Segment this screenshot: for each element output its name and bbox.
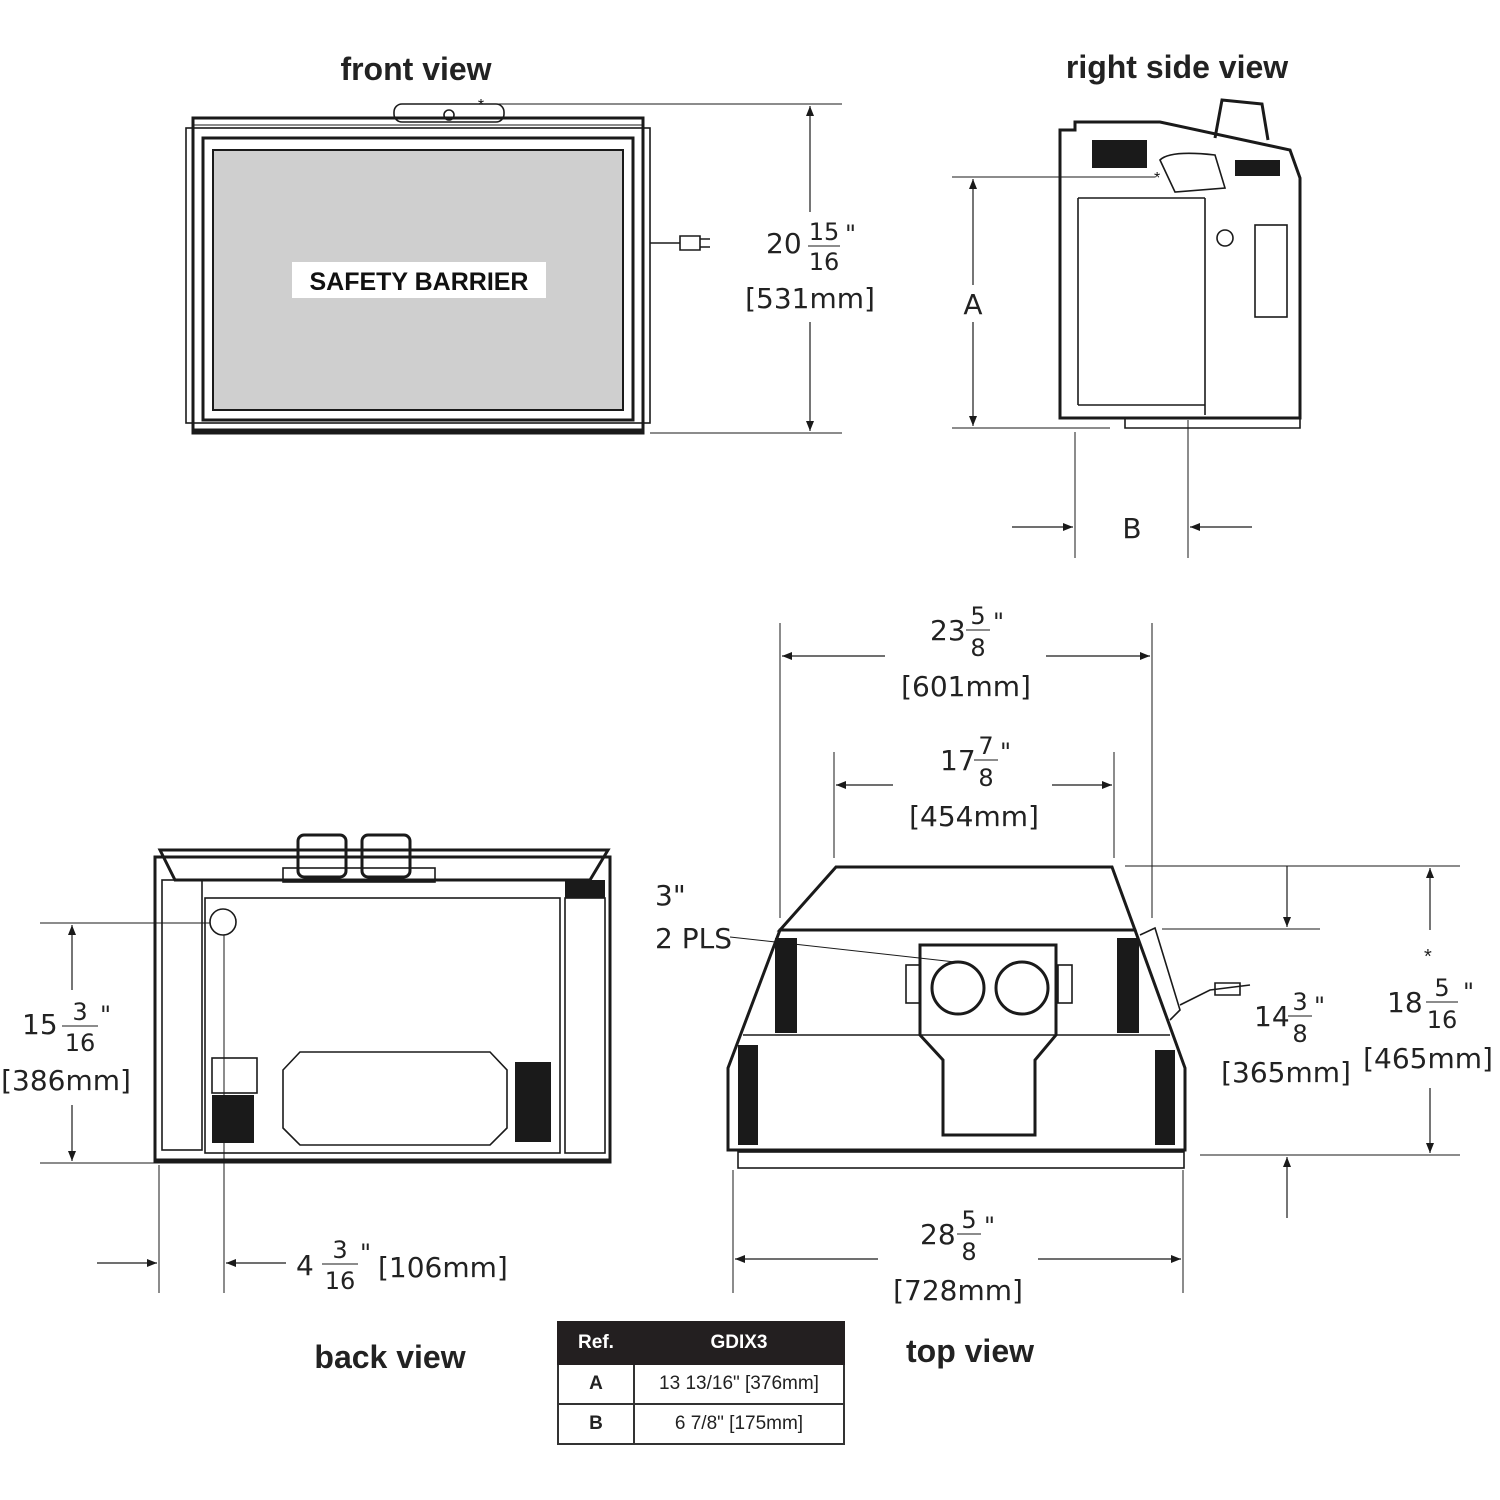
back-height-dimension: 15 3 16 " [386mm] [1, 922, 210, 1164]
dim-whole: 18 [1387, 986, 1423, 1019]
front-view-title: front view [340, 51, 491, 87]
dim-denominator: 16 [1427, 1006, 1458, 1034]
dim-numerator: 5 [961, 1206, 976, 1234]
vent-count-label: 2 PLS [655, 922, 732, 955]
top-inner-width-dimension: 17 7 8 " [454mm] [833, 732, 1115, 858]
top-outer-width-dimension: 23 5 8 " [601mm] [779, 602, 1153, 918]
dim-numerator: 3 [332, 1236, 347, 1264]
dim-denominator: 8 [978, 764, 993, 792]
header-model: GDIX3 [633, 1321, 845, 1365]
dim-unit: " [100, 1001, 111, 1029]
asterisk-note: * [1424, 946, 1432, 968]
dim-whole: 4 [296, 1249, 314, 1282]
side-view-drawing: * [1058, 98, 1302, 429]
dim-numerator: 3 [72, 998, 87, 1026]
dim-unit: " [1314, 992, 1325, 1020]
top-depth-dimension: 14 3 8 " [365mm] [1125, 865, 1460, 1218]
front-view-drawing: SAFETY BARRIER * [185, 97, 710, 435]
vent-size-label: 3" [655, 879, 686, 912]
row-ref: A [557, 1363, 635, 1405]
top-base-width-dimension: 28 5 8 " [728mm] [732, 1170, 1184, 1307]
dim-unit: " [1463, 978, 1474, 1006]
front-height-dimension: 20 15 16 " [531mm] [486, 103, 875, 434]
dim-numerator: 7 [978, 732, 993, 760]
safety-barrier-label: SAFETY BARRIER [309, 268, 528, 296]
back-offset-dimension: 4 3 16 " [106mm] [97, 935, 508, 1295]
dim-denominator: 8 [961, 1238, 976, 1266]
table-row: A 13 13/16" [376mm] [557, 1363, 845, 1405]
dim-denominator: 8 [970, 634, 985, 662]
dim-mm: [728mm] [893, 1274, 1023, 1307]
dim-unit: " [993, 608, 1004, 636]
table-row: B 6 7/8" [175mm] [557, 1403, 845, 1445]
dim-mm: [106mm] [378, 1251, 508, 1284]
dim-denominator: 16 [65, 1029, 96, 1057]
dim-denominator: 16 [809, 248, 840, 276]
row-value: 13 13/16" [376mm] [633, 1363, 845, 1405]
side-dimension-a: A [952, 176, 1155, 429]
dim-denominator: 8 [1292, 1020, 1307, 1048]
top-total-depth-dimension: * 18 5 16 " [465mm] [1363, 868, 1493, 1153]
top-view-title: top view [906, 1333, 1034, 1369]
dim-whole: 28 [920, 1218, 956, 1251]
dim-numerator: 5 [1434, 974, 1449, 1002]
header-ref: Ref. [557, 1321, 635, 1365]
back-view-title: back view [314, 1339, 465, 1375]
dim-numerator: 5 [970, 602, 985, 630]
back-view-drawing [153, 833, 612, 1164]
dim-mm: [386mm] [1, 1064, 131, 1097]
row-ref: B [557, 1403, 635, 1445]
dim-whole: 15 [22, 1008, 58, 1041]
dim-b-label: B [1122, 512, 1141, 545]
dim-numerator: 15 [809, 218, 840, 246]
dim-mm: [454mm] [909, 800, 1039, 833]
side-dimension-b: B [1012, 420, 1252, 558]
dim-denominator: 16 [325, 1267, 356, 1295]
dimension-table: Ref. GDIX3 A 13 13/16" [376mm] B 6 7/8" … [557, 1321, 845, 1445]
dim-whole: 20 [766, 227, 802, 260]
top-view-drawing [726, 865, 1251, 1169]
right-side-view-title: right side view [1066, 49, 1288, 85]
dim-unit: " [360, 1239, 371, 1267]
dim-numerator: 3 [1292, 988, 1307, 1016]
dim-whole: 23 [930, 614, 966, 647]
dim-mm: [601mm] [901, 670, 1031, 703]
asterisk-note: * [478, 97, 484, 114]
dim-mm: [531mm] [745, 282, 875, 315]
dim-unit: " [845, 220, 856, 248]
dim-a-label: A [963, 288, 982, 321]
dim-unit: " [984, 1212, 995, 1240]
dim-mm: [465mm] [1363, 1042, 1493, 1075]
dim-whole: 14 [1254, 1000, 1290, 1033]
table-header-row: Ref. GDIX3 [557, 1321, 845, 1365]
dim-whole: 17 [940, 744, 976, 777]
dim-mm: [365mm] [1221, 1056, 1351, 1089]
dim-unit: " [1000, 738, 1011, 766]
row-value: 6 7/8" [175mm] [633, 1403, 845, 1445]
asterisk-note: * [1154, 170, 1160, 187]
